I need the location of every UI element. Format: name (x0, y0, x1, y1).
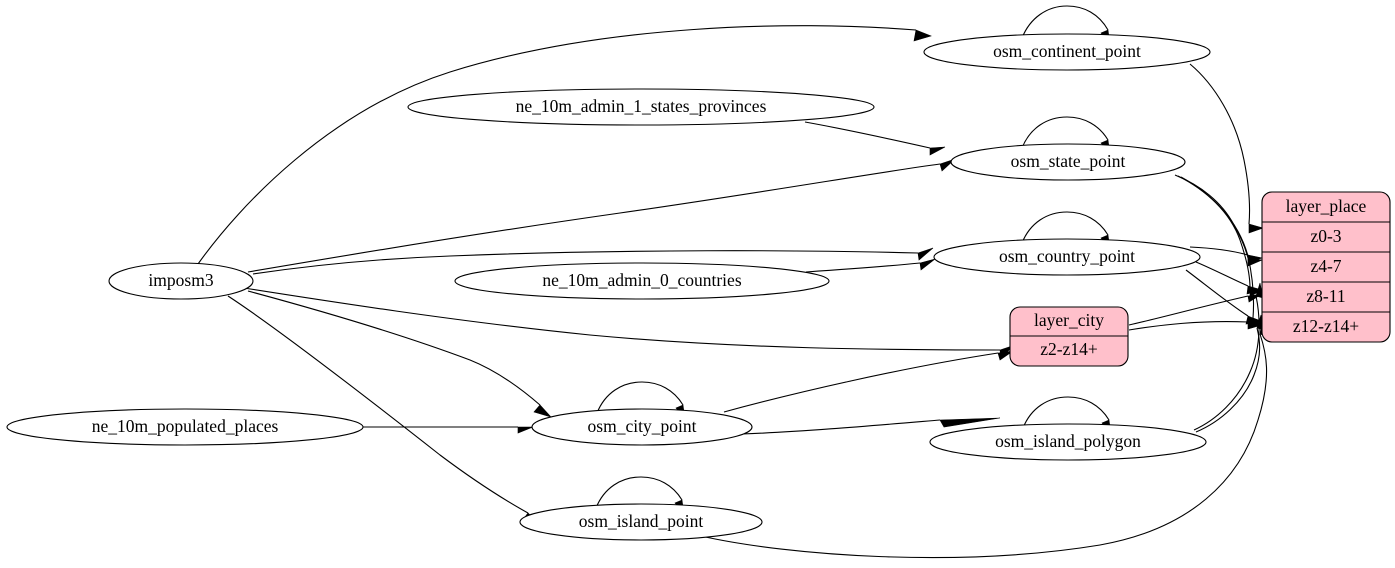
node-ne_10m_admin_1_states_provinces[interactable]: ne_10m_admin_1_states_provinces (407, 88, 875, 126)
edge-admin_0_countries-to-osm_country_point (805, 258, 936, 273)
edge-imposm3-to-osm_city_point (247, 290, 552, 418)
edge-osm_city_point-to-layer_city (723, 350, 1014, 413)
node-osm_island_point[interactable]: osm_island_point (519, 503, 763, 541)
node-osm_state_point[interactable]: osm_state_point (950, 143, 1186, 181)
record-node-layer_place[interactable]: layer_place z0-3 z4-7 z8-11 z12-z14+ (1261, 191, 1391, 343)
edge-imposm3-to-osm_state_point (247, 158, 956, 273)
edge-states_provinces-to-osm_state_point (804, 121, 946, 156)
edge-osm_island_polygon-to-layer_place-z8-11 (1193, 282, 1264, 431)
node-layer: imposm3 ne_10m_admin_1_states_provinces … (6, 33, 1211, 541)
node-osm_island_polygon[interactable]: osm_island_polygon (929, 423, 1207, 461)
node-osm_country_point[interactable]: osm_country_point (933, 238, 1201, 276)
edge-osm_continent_point-to-layer_place-z0-3 (1189, 63, 1264, 234)
node-imposm3[interactable]: imposm3 (108, 262, 254, 300)
record-node-layer: layer_place z0-3 z4-7 z8-11 z12-z14+ lay… (1009, 191, 1391, 367)
edge-osm_island_polygon-to-layer_place-z12-z14 (1195, 314, 1265, 433)
record-node-layer_city[interactable]: layer_city z2-z14+ (1009, 306, 1129, 367)
edge-imposm3-to-osm_continent_point (197, 25, 932, 265)
edge-osm_city_point-to-osm_island_polygon (741, 417, 1001, 435)
edge-osm_country_point-to-layer_place-z4-7 (1189, 246, 1264, 264)
edge-layer_city-to-layer_place-z12-z14 (1128, 321, 1263, 331)
edge-imposm3-to-osm_country_point (252, 247, 934, 275)
node-ne_10m_admin_0_countries[interactable]: ne_10m_admin_0_countries (454, 262, 830, 300)
node-osm_city_point[interactable]: osm_city_point (531, 408, 753, 446)
edge-populated_places-to-osm_city_point (363, 426, 534, 434)
edge-osm_state_point-to-layer_place-z8-11 (1177, 175, 1265, 297)
edge-layer_city-to-layer_place-z8-11 (1128, 293, 1263, 326)
node-osm_continent_point[interactable]: osm_continent_point (923, 33, 1211, 71)
edge-osm_country_point-to-layer_place-z8-11 (1195, 261, 1264, 295)
node-ne_10m_populated_places[interactable]: ne_10m_populated_places (6, 408, 364, 446)
